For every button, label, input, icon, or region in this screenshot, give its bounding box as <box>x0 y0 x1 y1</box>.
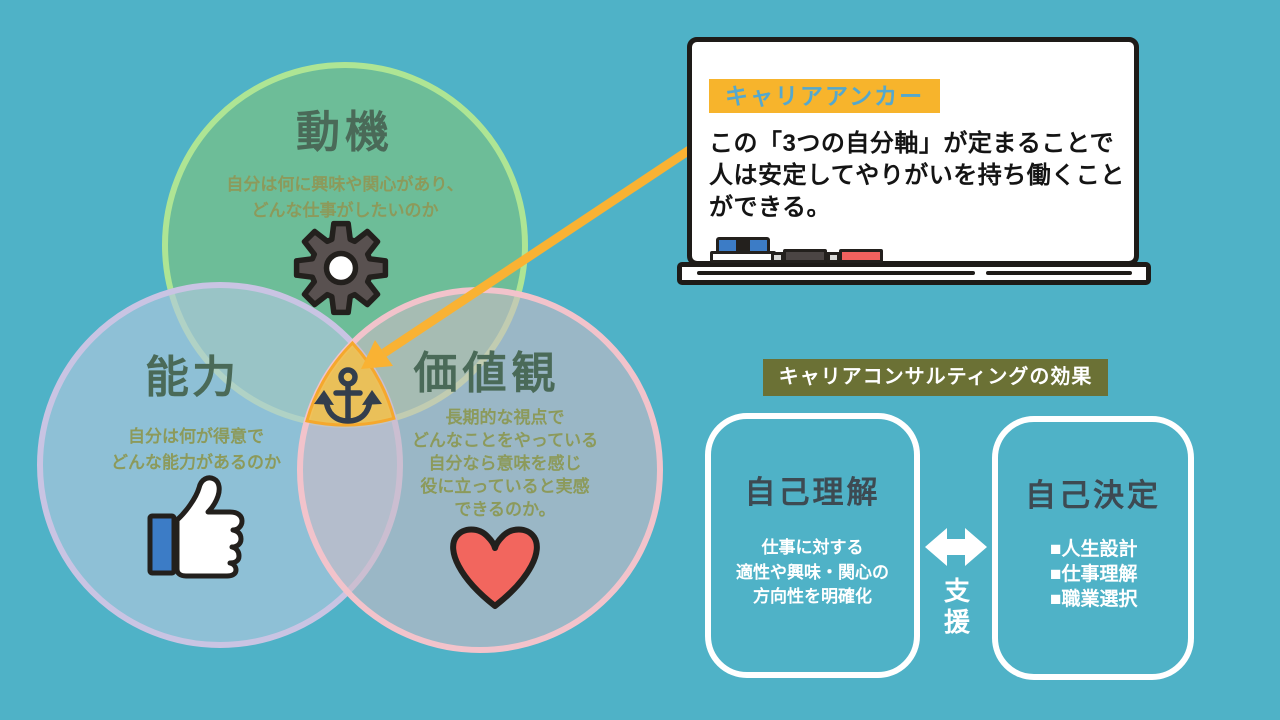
motivation-desc: 自分は何に興味や関心があり、 どんな仕事がしたいのか <box>226 175 464 220</box>
self-understanding-title: 自己理解 <box>744 475 881 510</box>
support-label: 支援 <box>943 576 970 638</box>
callout-arrow-icon <box>361 129 718 369</box>
self-decision-list: ■人生設計 ■仕事理解 ■職業選択 <box>1050 537 1188 612</box>
eraser-icon <box>716 237 770 254</box>
ability-desc: 自分は何が得意で どんな能力があるのか <box>111 427 281 472</box>
motivation-title: 動機 <box>296 108 394 157</box>
values-desc: 長期的な視点で どんなことをやっている 自分なら意味を感じ 役に立っていると実感… <box>411 408 599 519</box>
heart-icon <box>450 526 540 609</box>
whiteboard-text: この「3つの自分軸」が定まることで 人は安定してやりがいを持ち働くこと ができる… <box>709 130 1125 221</box>
marker-red-cap-icon <box>827 252 840 263</box>
anchor-icon <box>314 367 382 424</box>
whiteboard: キャリアアンカー この「3つの自分軸」が定まることで 人は安定してやりがいを持ち… <box>687 37 1139 266</box>
self-understanding-body: 仕事に対する 適性や興味・関心の 方向性を明確化 <box>736 538 889 607</box>
list-item: ■人生設計 <box>1050 539 1138 560</box>
list-item: ■仕事理解 <box>1050 564 1138 586</box>
marker-gray-cap-icon <box>771 252 784 263</box>
eraser-base <box>710 251 776 263</box>
gear-icon <box>293 220 389 316</box>
marker-gray-icon <box>783 249 827 263</box>
values-title: 価値観 <box>413 349 561 398</box>
tray-line <box>697 271 975 275</box>
list-item: ■職業選択 <box>1050 589 1138 611</box>
eraser-blue-part <box>719 240 736 251</box>
tray-line <box>986 271 1132 275</box>
double-arrow-icon <box>925 528 987 566</box>
self-decision-title: 自己決定 <box>1025 478 1161 513</box>
self-decision-box: 自己決定 ■人生設計 ■仕事理解 ■職業選択 <box>992 416 1194 680</box>
marker-red-icon <box>839 249 883 263</box>
career-anchor-label: キャリアアンカー <box>709 79 941 114</box>
eraser-blue-part <box>750 240 767 251</box>
self-understanding-box: 自己理解 仕事に対する 適性や興味・関心の 方向性を明確化 <box>705 413 920 678</box>
thumbs-up-icon <box>147 475 245 579</box>
ability-title: 能力 <box>145 353 239 402</box>
effects-header: キャリアコンサルティングの効果 <box>763 359 1108 396</box>
